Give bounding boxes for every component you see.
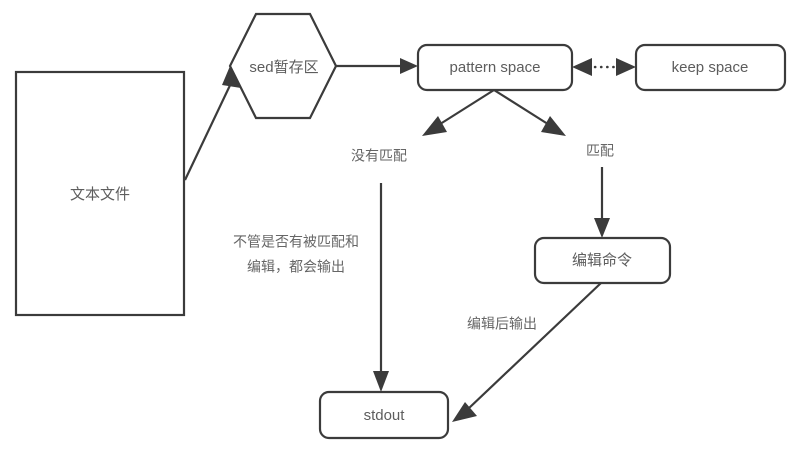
arrowhead-icon bbox=[222, 66, 241, 88]
node-keep-space[interactable]: keep space bbox=[634, 43, 787, 92]
edge-match-to-edit-command bbox=[594, 167, 610, 238]
arrowhead-icon bbox=[541, 116, 566, 136]
edge-label-always-output: 不管是否有被匹配和 编辑，都会输出 bbox=[233, 234, 359, 275]
pattern-space-label: pattern space bbox=[450, 59, 541, 76]
edit-command-label: 编辑命令 bbox=[572, 251, 632, 269]
edge-text-file-to-sed-buffer bbox=[184, 66, 241, 181]
edge-line bbox=[436, 89, 495, 127]
text-file-box[interactable] bbox=[14, 70, 186, 317]
keep-space-label: keep space bbox=[672, 59, 749, 76]
edge-line bbox=[184, 78, 234, 181]
edge-label-always-output-line2: 编辑，都会输出 bbox=[247, 259, 345, 275]
edge-line bbox=[467, 282, 602, 410]
arrowhead-icon bbox=[594, 218, 610, 238]
edge-label-no-match: 没有匹配 bbox=[351, 148, 407, 164]
edge-no-match-to-stdout bbox=[373, 183, 389, 392]
keep-space-box[interactable] bbox=[634, 43, 787, 92]
edge-edit-command-to-stdout bbox=[452, 282, 602, 422]
arrowhead-icon bbox=[452, 402, 477, 422]
text-file-label: 文本文件 bbox=[70, 186, 130, 203]
node-stdout[interactable]: stdout bbox=[318, 390, 450, 440]
sed-buffer-label: sed暂存区 bbox=[249, 59, 318, 76]
edge-label-always-output-line1: 不管是否有被匹配和 bbox=[233, 234, 359, 250]
arrowhead-icon bbox=[400, 58, 418, 74]
edge-pattern-space-to-no-match bbox=[422, 89, 495, 136]
edit-command-box[interactable] bbox=[533, 236, 672, 285]
edge-line bbox=[493, 89, 552, 127]
node-text-file[interactable]: 文本文件 bbox=[14, 70, 186, 317]
edge-sed-buffer-to-pattern-space bbox=[336, 58, 418, 74]
stdout-box[interactable] bbox=[318, 390, 450, 440]
edge-label-after-edit: 编辑后输出 bbox=[467, 316, 537, 332]
edge-pattern-space-to-match bbox=[493, 89, 566, 136]
edge-pattern-space-keep-space bbox=[572, 58, 636, 76]
arrowhead-icon bbox=[422, 116, 447, 136]
edge-label-match: 匹配 bbox=[586, 143, 614, 159]
arrowhead-left-icon bbox=[572, 58, 592, 76]
node-pattern-space[interactable]: pattern space bbox=[416, 43, 574, 92]
arrowhead-icon bbox=[373, 371, 389, 392]
stdout-label: stdout bbox=[364, 407, 406, 424]
arrowhead-right-icon bbox=[616, 58, 636, 76]
node-sed-buffer[interactable]: sed暂存区 bbox=[228, 12, 338, 120]
node-edit-command[interactable]: 编辑命令 bbox=[533, 236, 672, 285]
